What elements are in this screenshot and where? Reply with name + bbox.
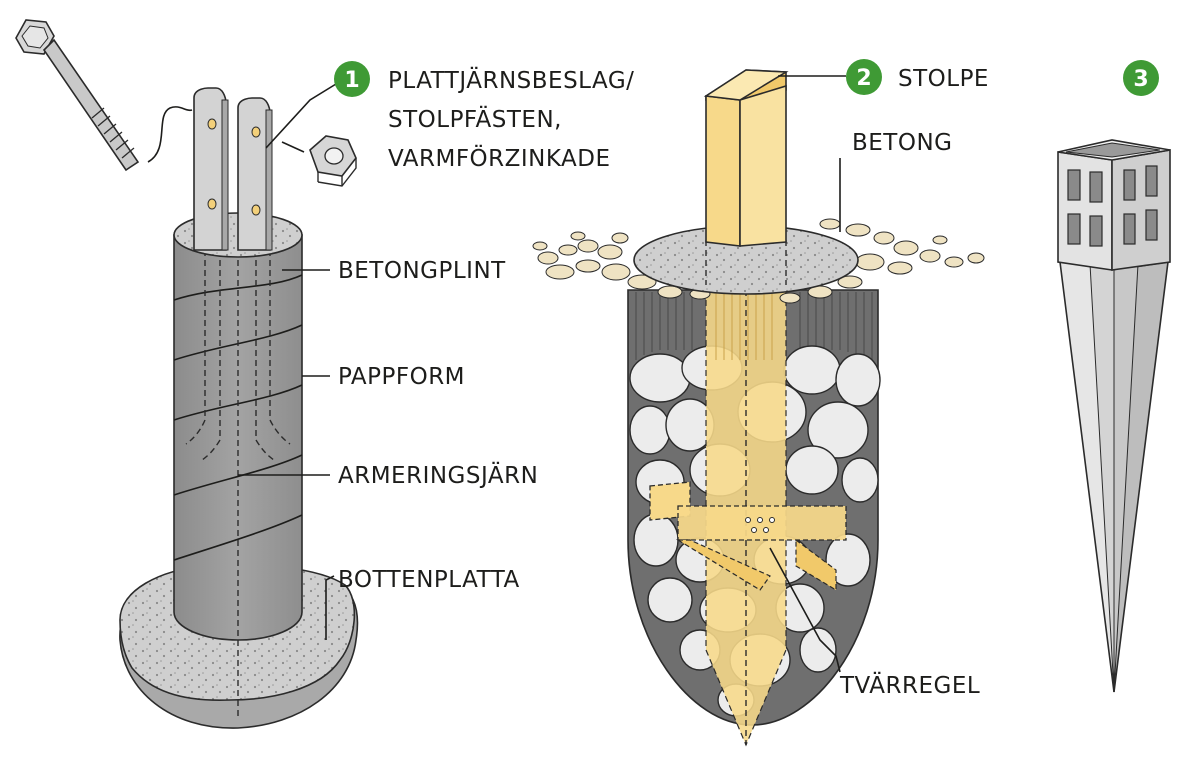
nut-leader-line [281, 141, 305, 153]
label-post: STOLPE [898, 66, 989, 92]
label-concrete: BETONG [852, 130, 953, 156]
panel-2-post-in-ground [532, 69, 985, 747]
soil-lines [635, 292, 873, 365]
label-plate-bracket-line2: STOLPFÄSTEN, [388, 105, 562, 133]
post-shape [703, 69, 789, 247]
panel-1-concrete-plinth [15, 19, 359, 729]
label-crossbar: TVÄRREGEL [839, 671, 980, 699]
label-plate-bracket-line3: VARMFÖRZINKADE [388, 144, 611, 172]
post-spike-icon [1057, 139, 1171, 693]
badge-1: 1 [334, 61, 370, 97]
bracket-icon [193, 87, 273, 251]
badge-1-number: 1 [344, 68, 359, 93]
label-concrete-plinth: BETONGPLINT [338, 258, 506, 284]
badge-2: 2 [846, 59, 882, 95]
baseplate-leader-line [325, 575, 335, 640]
nut-icon [309, 135, 357, 187]
label-cardboard-form: PAPPFORM [338, 364, 465, 390]
post-grain [715, 292, 773, 360]
crossbar-leader-line [769, 547, 841, 673]
badge-3: 3 [1123, 60, 1159, 96]
bolt-icon [15, 19, 140, 172]
bracket-leader-line [265, 83, 337, 149]
bolt-leader-line [147, 106, 193, 163]
crossbar-shape [649, 481, 847, 592]
badge-3-number: 3 [1133, 67, 1148, 92]
label-rebar: ARMERINGSJÄRN [338, 461, 538, 489]
gravel [532, 218, 985, 304]
label-base-plate: BOTTENPLATTA [338, 567, 520, 593]
label-plate-bracket-line1: PLATTJÄRNSBESLAG/ [388, 66, 634, 94]
badge-2-number: 2 [856, 66, 871, 91]
